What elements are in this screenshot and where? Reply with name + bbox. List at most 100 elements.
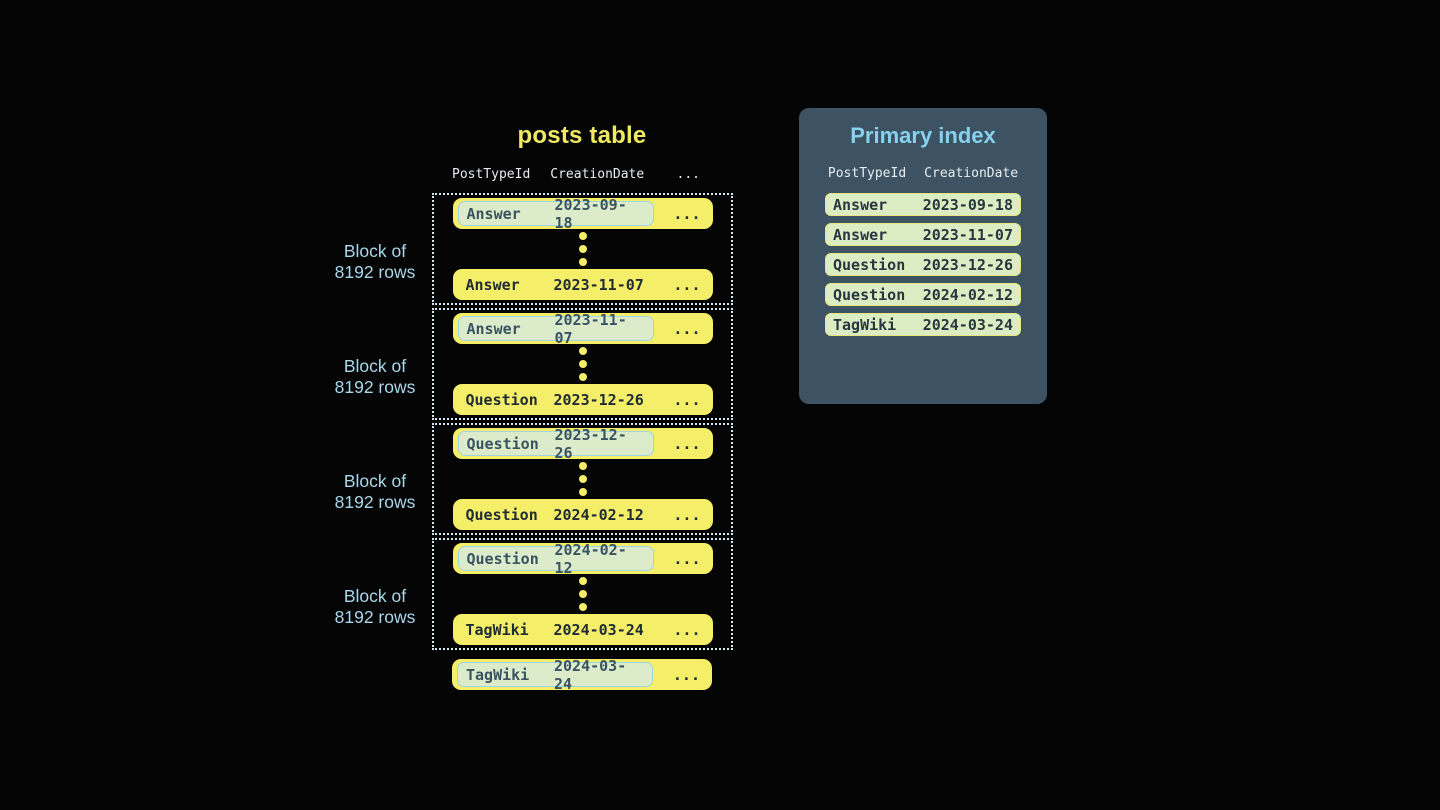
block-last-row: Question 2023-12-26... — [452, 384, 713, 415]
block-first-row: Question 2023-12-26... — [452, 426, 713, 462]
post-type-cell: Answer — [833, 195, 888, 214]
ellipsis-dot — [578, 590, 587, 598]
post-type-cell: Question — [465, 390, 538, 409]
other-columns-ellipsis: ... — [673, 204, 701, 223]
creation-date-cell: 2023-12-26 — [922, 255, 1013, 274]
posts-table-title: posts table — [517, 122, 647, 149]
posts-block-4: Question 2024-02-12... TagWiki 2024-03-24..… — [432, 538, 733, 650]
creation-date-cell: 2024-02-12 — [922, 285, 1013, 304]
other-columns-ellipsis: ... — [672, 665, 700, 684]
block-label-line: Block of — [343, 471, 407, 491]
indexed-key-highlight: Question 2024-02-12 — [457, 541, 654, 577]
post-type-cell: TagWiki — [465, 620, 529, 639]
other-columns-ellipsis: ... — [673, 505, 701, 524]
posts-overflow-row: TagWiki 2024-03-24... — [452, 657, 712, 693]
posts-column-posttypeid: PostTypeId — [452, 167, 531, 182]
ellipsis-dot — [578, 360, 587, 368]
post-type-cell: Answer — [833, 225, 888, 244]
primary-index-row: Question 2023-12-26 — [825, 253, 1021, 276]
other-columns-ellipsis: ... — [673, 620, 701, 639]
primary-index-panel: Primary index PostTypeId CreationDate An… — [799, 108, 1047, 404]
hidden-rows-ellipsis-icon — [578, 577, 587, 611]
block-last-row: Answer 2023-11-07... — [452, 269, 713, 300]
creation-date-cell: 2023-11-07 — [922, 225, 1013, 244]
creation-date-cell: 2024-02-12 — [554, 540, 627, 577]
ellipsis-dot — [578, 577, 587, 585]
block-label-line: 8192 rows — [334, 262, 416, 282]
creation-date-cell: 2024-02-12 — [553, 505, 644, 524]
ellipsis-dot — [578, 373, 587, 381]
hidden-rows-ellipsis-icon — [578, 462, 587, 496]
block-label-line: 8192 rows — [334, 492, 416, 512]
creation-date-cell: 2023-09-18 — [922, 195, 1013, 214]
ellipsis-dot — [578, 475, 587, 483]
block-last-row: TagWiki 2024-03-24... — [452, 614, 713, 645]
creation-date-cell: 2023-11-07 — [554, 310, 627, 347]
hidden-rows-ellipsis-icon — [578, 347, 587, 381]
indexed-key-highlight: Question 2023-12-26 — [457, 426, 654, 462]
block-label-line: 8192 rows — [334, 607, 416, 627]
post-type-cell: TagWiki — [466, 665, 530, 684]
other-columns-ellipsis: ... — [673, 319, 701, 338]
indexed-key-highlight: Answer 2023-11-07 — [457, 311, 654, 347]
post-type-cell: Question — [833, 285, 906, 304]
post-type-cell: Question — [466, 549, 539, 568]
block-first-row: Question 2024-02-12... — [452, 541, 713, 577]
creation-date-cell: 2023-09-18 — [554, 195, 627, 232]
primary-index-title: Primary index — [850, 123, 996, 148]
primary-index-row: Question 2024-02-12 — [825, 283, 1021, 306]
creation-date-cell: 2024-03-24 — [922, 315, 1013, 334]
ellipsis-dot — [578, 603, 587, 611]
hidden-rows-ellipsis-icon — [578, 232, 587, 266]
creation-date-cell: 2023-12-26 — [553, 390, 644, 409]
index-column-posttypeid: PostTypeId — [827, 166, 907, 181]
ellipsis-dot — [578, 245, 587, 253]
primary-index-column-headers: PostTypeId CreationDate — [828, 166, 1018, 181]
other-columns-ellipsis: ... — [673, 390, 701, 409]
posts-block-2: Answer 2023-11-07... Question 2023-12-26... — [432, 308, 733, 420]
block-label-line: Block of — [343, 586, 407, 606]
indexed-key-highlight: Answer 2023-09-18 — [457, 196, 654, 232]
posts-block-3: Question 2023-12-26... Question 2024-02-12.… — [432, 423, 733, 535]
posts-block-1: Answer 2023-09-18... Answer 2023-11-07... — [432, 193, 733, 305]
post-type-cell: Question — [466, 434, 539, 453]
creation-date-cell: 2024-03-24 — [554, 656, 627, 693]
primary-index-row: TagWiki 2024-03-24 — [825, 313, 1021, 336]
ellipsis-dot — [578, 232, 587, 240]
primary-index-row: Answer 2023-11-07 — [825, 223, 1021, 246]
post-type-cell: TagWiki — [833, 315, 897, 334]
post-type-cell: Answer — [465, 275, 520, 294]
primary-index-row: Answer 2023-09-18 — [825, 193, 1021, 216]
posts-table-column-headers: PostTypeId CreationDate ... — [452, 167, 700, 182]
ellipsis-dot — [578, 462, 587, 470]
posts-column-creationdate: CreationDate — [550, 167, 645, 182]
ellipsis-dot — [578, 258, 587, 266]
block-first-row: Answer 2023-09-18... — [452, 196, 713, 232]
block-label-line: 8192 rows — [334, 377, 416, 397]
other-columns-ellipsis: ... — [673, 275, 701, 294]
other-columns-ellipsis: ... — [673, 549, 701, 568]
indexed-key-highlight: TagWiki 2024-03-24 — [457, 657, 653, 693]
post-type-cell: Question — [465, 505, 538, 524]
other-columns-ellipsis: ... — [673, 434, 701, 453]
block-last-row: Question 2024-02-12... — [452, 499, 713, 530]
posts-column-ellipsis: ... — [676, 167, 700, 182]
block-label-line: Block of — [343, 241, 407, 261]
post-type-cell: Question — [833, 255, 906, 274]
creation-date-cell: 2024-03-24 — [553, 620, 644, 639]
ellipsis-dot — [578, 488, 587, 496]
index-column-creationdate: CreationDate — [924, 166, 1019, 181]
creation-date-cell: 2023-12-26 — [554, 425, 627, 462]
creation-date-cell: 2023-11-07 — [553, 275, 644, 294]
ellipsis-dot — [578, 347, 587, 355]
block-label-line: Block of — [343, 356, 407, 376]
post-type-cell: Answer — [466, 204, 521, 223]
post-type-cell: Answer — [466, 319, 521, 338]
